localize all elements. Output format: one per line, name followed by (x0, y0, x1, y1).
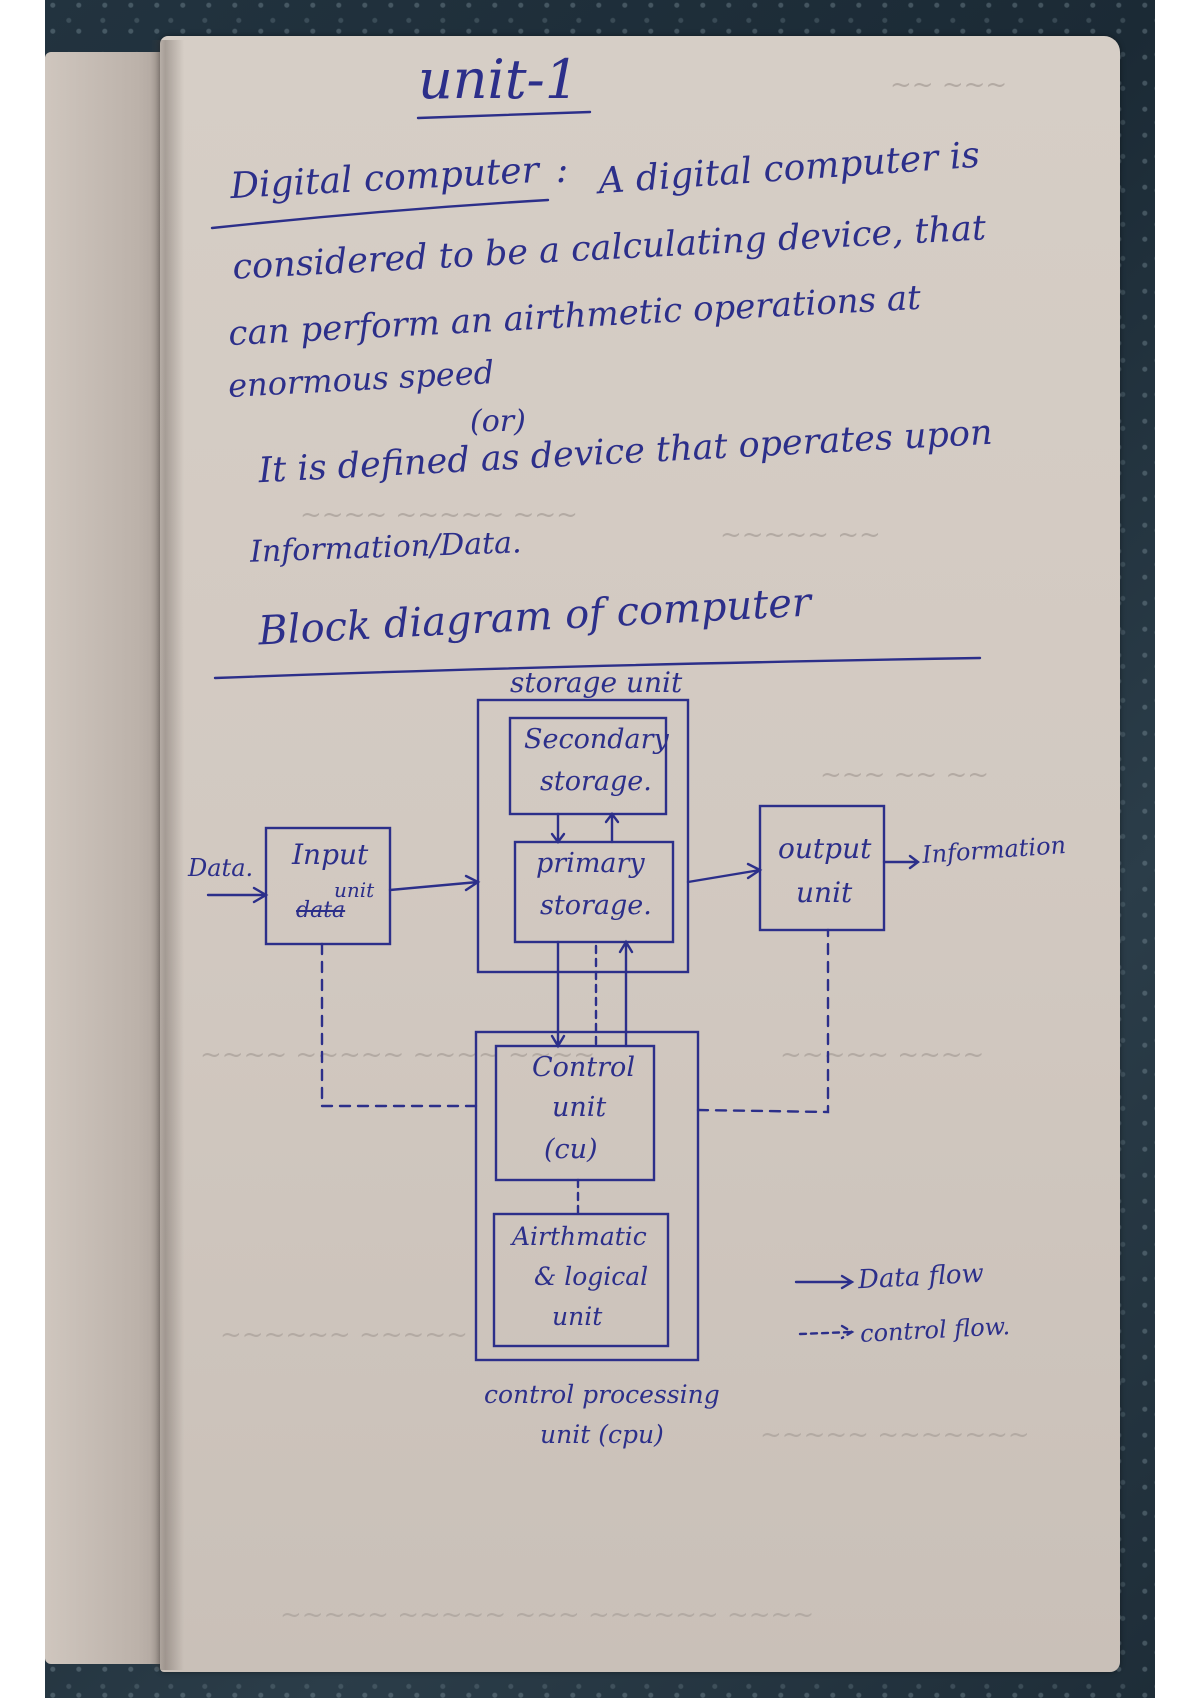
alu-label-1: Airthmatic (512, 1222, 647, 1251)
primary-storage-box (513, 840, 675, 944)
storage-unit-label: storage unit (510, 666, 683, 699)
alu-label-2: & logical (534, 1262, 649, 1291)
primary-storage-label-2: storage. (540, 890, 652, 921)
output-unit-box (758, 804, 886, 932)
definition-separator: : (556, 150, 569, 191)
left-page (45, 52, 177, 1664)
output-unit-label-1: output (778, 832, 872, 865)
section-underline (213, 656, 982, 680)
secondary-storage-label-1: Secondary (524, 724, 669, 755)
input-struck-word: data (296, 898, 346, 923)
cpu-label-1: control processing (484, 1380, 720, 1409)
secondary-storage-label-2: storage. (540, 766, 652, 797)
alu-label-3: unit (552, 1302, 603, 1331)
input-unit-label-2: unit (334, 878, 375, 902)
control-unit-box (494, 1044, 656, 1182)
secondary-storage-box (508, 716, 668, 816)
cpu-label-2: unit (cpu) (540, 1420, 664, 1449)
input-unit-label-1: Input (292, 838, 369, 871)
term-underline (210, 198, 550, 230)
notebook-page (160, 36, 1120, 1672)
page-gutter (150, 40, 184, 1670)
alu-box (492, 1212, 670, 1348)
page-heading: unit-1 (418, 48, 580, 111)
definition-or: (or) (470, 404, 526, 439)
output-unit-label-2: unit (796, 876, 853, 909)
cpu-box (474, 1030, 700, 1362)
data-label: Data. (188, 854, 254, 882)
control-unit-label-3: (cu) (544, 1134, 598, 1165)
control-unit-label-2: unit (552, 1092, 607, 1123)
storage-unit-box (476, 698, 690, 974)
heading-underline (416, 110, 592, 120)
input-unit-box (264, 826, 392, 946)
primary-storage-label-1: primary (536, 848, 645, 879)
control-unit-label-1: Control (532, 1052, 635, 1083)
